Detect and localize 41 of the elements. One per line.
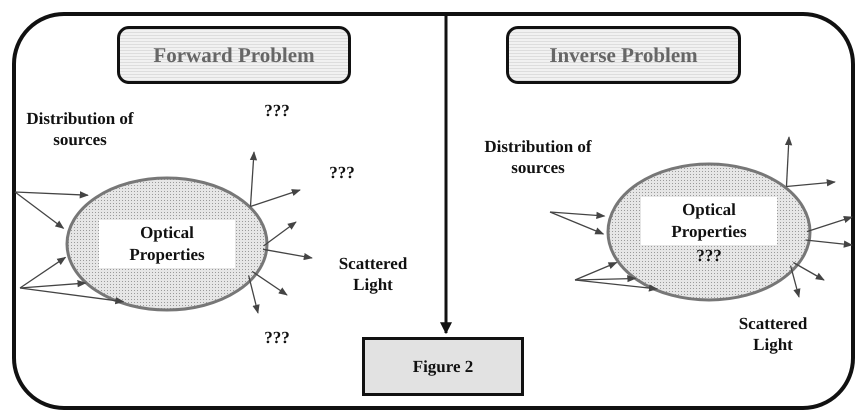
text-label: Scattered Light	[738, 313, 808, 355]
text-label: Distribution of sources	[483, 136, 593, 178]
question-marks: ???	[328, 162, 356, 183]
arrow	[250, 151, 258, 207]
arrow	[440, 14, 452, 334]
ellipse-shape	[65, 176, 269, 312]
node-text: Optical Properties	[641, 197, 777, 245]
title-text: Inverse Problem	[549, 42, 698, 68]
figure-box	[362, 337, 524, 396]
text-label: Scattered Light	[338, 253, 408, 295]
arrow	[793, 262, 825, 281]
arrow	[784, 136, 792, 186]
arrow	[252, 270, 288, 296]
arrow	[550, 211, 606, 220]
arrow	[805, 239, 853, 248]
arrow	[806, 216, 853, 232]
node-text: Figure 2	[412, 356, 474, 376]
title-box	[506, 26, 741, 84]
question-marks: ???	[263, 100, 291, 121]
rounded-frame	[12, 12, 855, 410]
arrow	[20, 256, 66, 289]
arrow	[263, 221, 297, 246]
arrow	[574, 279, 658, 292]
arrow	[262, 248, 313, 260]
title-text: Forward Problem	[153, 42, 315, 68]
question-marks: ???	[263, 327, 291, 348]
title-box	[117, 26, 351, 84]
arrow	[790, 265, 800, 298]
arrow	[14, 191, 64, 229]
arrow	[250, 189, 301, 208]
arrow	[248, 275, 260, 314]
question-marks: ???	[695, 245, 723, 267]
node-text: Optical Properties	[99, 220, 235, 268]
arrow	[20, 287, 124, 304]
arrow	[574, 262, 618, 281]
ellipse-shape	[606, 162, 812, 302]
arrow	[550, 211, 604, 235]
arrow	[14, 191, 89, 198]
arrow	[786, 179, 836, 188]
text-label: Distribution of sources	[25, 108, 135, 150]
arrow	[20, 280, 87, 289]
